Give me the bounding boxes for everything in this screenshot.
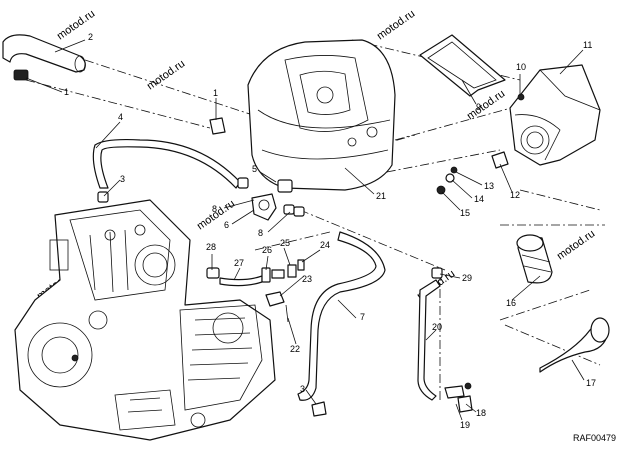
callout-3: 3 bbox=[300, 384, 305, 394]
watermark: motod.ru bbox=[195, 198, 237, 233]
hose-clamp bbox=[13, 69, 226, 135]
assembly-line bbox=[254, 231, 331, 251]
engine-block bbox=[14, 199, 276, 441]
small-parts bbox=[206, 259, 305, 323]
lower-clamp bbox=[311, 401, 327, 417]
callout-17: 17 bbox=[586, 378, 596, 388]
assembly-line bbox=[519, 189, 601, 211]
callout-13: 13 bbox=[484, 181, 494, 191]
assembly-line bbox=[504, 324, 601, 366]
callout-10: 10 bbox=[516, 62, 526, 72]
callout-26: 26 bbox=[262, 245, 272, 255]
assembly-line bbox=[499, 289, 591, 321]
watermark: motod.ru bbox=[555, 228, 597, 263]
air-intake-duct bbox=[509, 64, 601, 166]
watermark: motod.ru bbox=[375, 8, 417, 43]
reference-code: RAF00479 bbox=[573, 433, 616, 443]
callout-27: 27 bbox=[234, 258, 244, 268]
callout-21: 21 bbox=[376, 191, 386, 201]
bracket-parts bbox=[444, 382, 473, 413]
callout-28: 28 bbox=[206, 242, 216, 252]
velocity-stack bbox=[539, 317, 610, 373]
callout-8: 8 bbox=[212, 204, 217, 214]
callout-14: 14 bbox=[474, 194, 484, 204]
callout-20: 20 bbox=[432, 322, 442, 332]
callout-8: 8 bbox=[258, 228, 263, 238]
callout-5: 5 bbox=[252, 164, 257, 174]
intake-clamp bbox=[491, 151, 509, 169]
callout-29: 29 bbox=[462, 273, 472, 283]
callout-1: 1 bbox=[213, 88, 218, 98]
callout-9: 9 bbox=[476, 102, 481, 112]
callout-16: 16 bbox=[506, 298, 516, 308]
callout-24: 24 bbox=[320, 240, 330, 250]
callouts: 2 1 1 4 3 5 8 6 8 21 9 10 11 13 14 15 12… bbox=[64, 32, 596, 430]
airbox-gasket bbox=[419, 34, 506, 97]
callout-4: 4 bbox=[118, 112, 123, 122]
intake-tube bbox=[2, 34, 86, 73]
callout-7: 7 bbox=[360, 312, 365, 322]
leader-lines bbox=[25, 39, 585, 421]
callout-11: 11 bbox=[583, 40, 592, 50]
airbox bbox=[247, 39, 396, 191]
callout-6: 6 bbox=[224, 220, 229, 230]
callout-3: 3 bbox=[120, 174, 125, 184]
callout-19: 19 bbox=[460, 420, 470, 430]
callout-15: 15 bbox=[460, 208, 470, 218]
drain-pipe bbox=[417, 279, 441, 401]
callout-12: 12 bbox=[510, 190, 520, 200]
callout-23: 23 bbox=[302, 274, 312, 284]
assembly-line bbox=[84, 59, 263, 119]
air-filter bbox=[516, 234, 553, 284]
callout-1: 1 bbox=[64, 87, 69, 97]
callout-22: 22 bbox=[290, 344, 300, 354]
callout-18: 18 bbox=[476, 408, 486, 418]
breather-hose bbox=[92, 138, 241, 189]
callout-25: 25 bbox=[280, 238, 290, 248]
watermark: motod.ru bbox=[145, 58, 187, 93]
fittings-center bbox=[97, 177, 305, 221]
oil-breather-pipe bbox=[297, 231, 386, 401]
assembly-line bbox=[25, 79, 211, 129]
callout-2: 2 bbox=[88, 32, 93, 42]
pipe-clamp bbox=[431, 267, 443, 279]
